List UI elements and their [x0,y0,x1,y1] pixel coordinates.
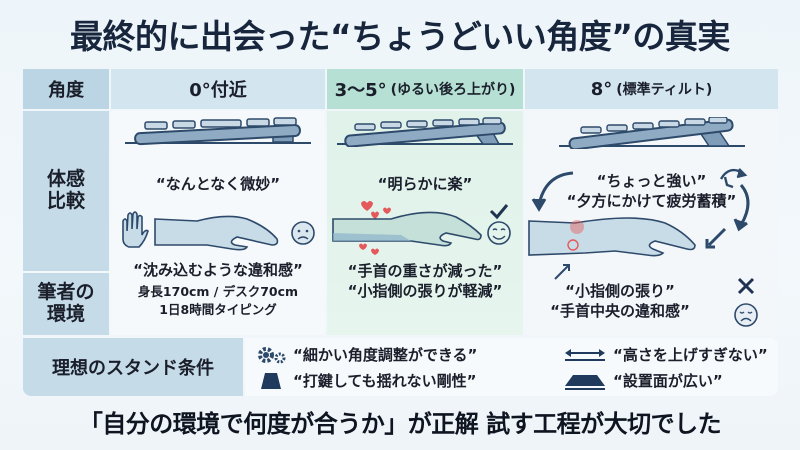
quote-strong-line1: “ちょっと強い” [596,172,707,190]
cycle-arrows-icon [531,171,750,249]
keyboard-tilted-icon [337,117,513,147]
height-arrows-icon [565,348,605,361]
keyboard-steep-icon [558,117,745,149]
stand-block-icon [261,372,281,389]
negative-indicator-8deg [734,277,758,327]
worried-face-icon [291,221,315,245]
wide-base-icon [565,374,605,390]
quote-pain-line2: “手首中央の違和感” [550,302,690,321]
hand-illustration-0deg [122,211,315,251]
row-label-environment: 筆者の 環境 [23,273,109,335]
wrist-icon [154,215,279,251]
quote-discomfort-8deg: “小指側の張り” “手首中央の違和感” [525,281,715,322]
pointer-arrow-icon [554,264,570,280]
column-3-5deg: “明らかに楽” “手首の重さが減った” [327,111,523,335]
hearts-icon [359,201,391,255]
page-title: 最終的に出会った“ちょうどいい角度”の真実 [70,17,730,56]
condition-wide-base-text: “設置面が広い” [613,372,723,390]
condition-wide-base: “設置面が広い” [563,370,723,391]
ideal-stand-section: 理想のスタンド条件 “細かい角度調整ができる” “打鍵しても揺れない剛性” “高… [23,338,778,396]
header-col-8deg-note: (標準ティルト) [616,82,713,98]
condition-rigidity: “打鍵しても揺れない剛性” [257,370,477,391]
quote-relief-line1: “手首の重さが減った” [347,262,503,280]
stop-hand-icon [122,211,149,248]
quote-feeling-3-5deg: “明らかに楽” [377,175,473,193]
wrist-icon [332,211,482,247]
quote-feeling-8deg: “ちょっと強い” “夕方にかけて疲労蓄積” [525,171,778,212]
row-label-feeling: 体感 比較 [23,111,109,271]
ideal-stand-conditions: “細かい角度調整ができる” “打鍵しても揺れない剛性” “高さを上げすぎない” … [245,338,778,396]
keyboard-flat-icon [125,117,311,146]
header-col-3-5deg: 3〜5° (ゆるい後ろ上がり) [327,69,523,109]
smile-face-icon [487,221,511,245]
header-col-3-5deg-note: (ゆるい後ろ上がり) [390,82,516,98]
header-col-0deg-angle: 0°付近 [189,80,247,101]
header-col-0deg: 0°付近 [111,69,325,109]
quote-pain-line1: “小指側の張り” [565,282,675,300]
quote-relief-line2: “小指側の張りが軽減” [347,282,503,301]
header-col-8deg-angle: 8° [590,78,613,100]
wrist-pain-icon [528,217,696,257]
condition-fine-adjust-text: “細かい角度調整ができる” [293,346,478,364]
header-col-3-5deg-angle: 3〜5° [334,80,387,101]
condition-fine-adjust: “細かい角度調整ができる” [257,344,477,365]
header-col-8deg: 8° (標準ティルト) [525,69,778,109]
gears-icon [258,346,286,363]
environment-text: 身長170cm / デスク70cm 1日8時間タイピング [111,283,325,318]
condition-low-height-text: “高さを上げすぎない” [613,346,768,364]
column-0deg: “なんとなく微妙” “沈み込むような違和感” 身長170cm / デスク70cm… [111,111,325,335]
conclusion-text: 「自分の環境で何度が合うか」が正解 試す工程が大切でした [78,410,722,438]
clock-icon [719,168,748,189]
hand-illustration-8deg [528,168,750,257]
quote-feeling-0deg: “なんとなく微妙” [155,175,281,193]
environment-typing-hours: 1日8時間タイピング [159,301,277,317]
condition-rigidity-text: “打鍵しても揺れない剛性” [293,372,477,390]
ideal-stand-label: 理想のスタンド条件 [23,338,243,396]
environment-height-desk: 身長170cm / デスク70cm [137,284,299,299]
condition-low-height: “高さを上げすぎない” [563,344,768,365]
check-icon [489,204,509,220]
quote-strong-line2: “夕方にかけて疲労蓄積” [566,192,737,211]
column-8deg: “ちょっと強い” “夕方にかけて疲労蓄積” “小指側の張り” “手首中央の違和感… [525,111,778,335]
header-angle-label: 角度 [23,69,109,109]
cross-icon [737,277,755,295]
quote-relief-3-5deg: “手首の重さが減った” “小指側の張りが軽減” [327,261,523,302]
quote-discomfort-0deg: “沈み込むような違和感” [133,261,303,279]
sad-face-icon [734,303,758,327]
hand-illustration-3-5deg [332,201,511,255]
